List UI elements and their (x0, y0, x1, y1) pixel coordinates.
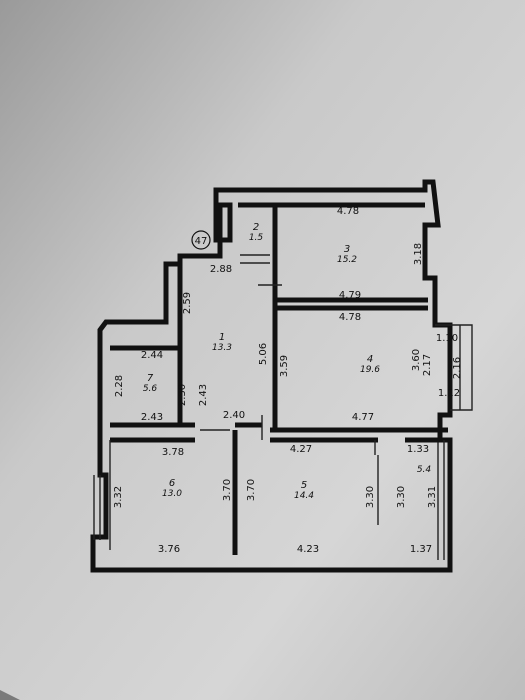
dim-label: 3.18 (413, 243, 424, 265)
dim-label: 1.33 (407, 444, 429, 455)
dim-label: 2.28 (114, 375, 125, 397)
dim-label: 3.59 (279, 355, 290, 377)
room-5-number: 5 (301, 480, 307, 491)
dim-label: 2.17 (422, 354, 433, 376)
dim-label: 4.23 (297, 544, 319, 555)
dim-label: 1.37 (410, 544, 432, 555)
dim-label: 3.70 (246, 479, 257, 501)
room-2-label: 2 1.5 (249, 222, 264, 243)
dim-label: 3.78 (162, 447, 184, 458)
dim-label: 4.78 (339, 312, 361, 323)
dim-label: 3.31 (427, 486, 438, 508)
room-8-area: 5.4 (417, 465, 432, 475)
interior-walls (110, 202, 448, 555)
dim-label: 3.76 (158, 544, 180, 555)
room-4-area: 19.6 (360, 365, 380, 375)
balcony-lines (93, 324, 473, 560)
dim-label: 3.60 (411, 349, 422, 371)
room-4-label: 4 19.6 (360, 354, 380, 375)
dim-label: 4.79 (339, 290, 361, 301)
dimension-labels: 4.78 3.18 4.79 4.78 2.88 2.59 5.06 3.59 … (113, 206, 463, 555)
room-2-area: 1.5 (249, 233, 264, 243)
room-1-label: 1 13.3 (212, 332, 232, 353)
outer-walls (90, 179, 453, 573)
room-5-area: 14.4 (294, 491, 314, 501)
room-3-number: 3 (344, 244, 350, 255)
room-1-area: 13.3 (212, 343, 232, 353)
dim-label: 2.88 (210, 264, 232, 275)
dim-label: 2.40 (223, 410, 245, 421)
dim-label: 3.32 (113, 486, 124, 508)
room-1-number: 1 (219, 332, 225, 343)
dim-label: 4.78 (337, 206, 359, 217)
dim-label: 2.30 (177, 384, 188, 406)
dim-label: 1.12 (438, 388, 460, 399)
dim-label: 1.10 (436, 333, 458, 344)
door-ticks (109, 254, 379, 550)
room-4-number: 4 (367, 354, 373, 365)
room-5-label: 5 14.4 (294, 480, 314, 501)
plan-marker-circle (191, 230, 211, 250)
dim-label: 3.30 (365, 486, 376, 508)
dim-label: 2.16 (452, 357, 463, 379)
room-6-number: 6 (169, 478, 175, 489)
dim-label: 3.30 (396, 486, 407, 508)
room-2-number: 2 (253, 222, 259, 233)
dim-label: 3.70 (222, 479, 233, 501)
dim-label: 4.77 (352, 412, 374, 423)
room-3-area: 15.2 (337, 255, 357, 265)
dim-label: 2.59 (182, 292, 193, 314)
room-6-area: 13.0 (162, 489, 182, 499)
dim-label: 2.43 (198, 384, 209, 406)
dim-label: 5.06 (258, 343, 269, 365)
room-8-label: 5.4 (417, 465, 432, 475)
room-7-number: 7 (147, 373, 154, 384)
plan-marker: 47 (195, 236, 208, 247)
room-6-label: 6 13.0 (162, 478, 182, 499)
dim-label: 4.27 (290, 444, 312, 455)
room-7-label: 7 5.6 (143, 373, 158, 394)
dim-label: 2.43 (141, 412, 163, 423)
room-7-area: 5.6 (143, 384, 158, 394)
dim-label: 2.44 (141, 350, 163, 361)
room-3-label: 3 15.2 (337, 244, 357, 265)
